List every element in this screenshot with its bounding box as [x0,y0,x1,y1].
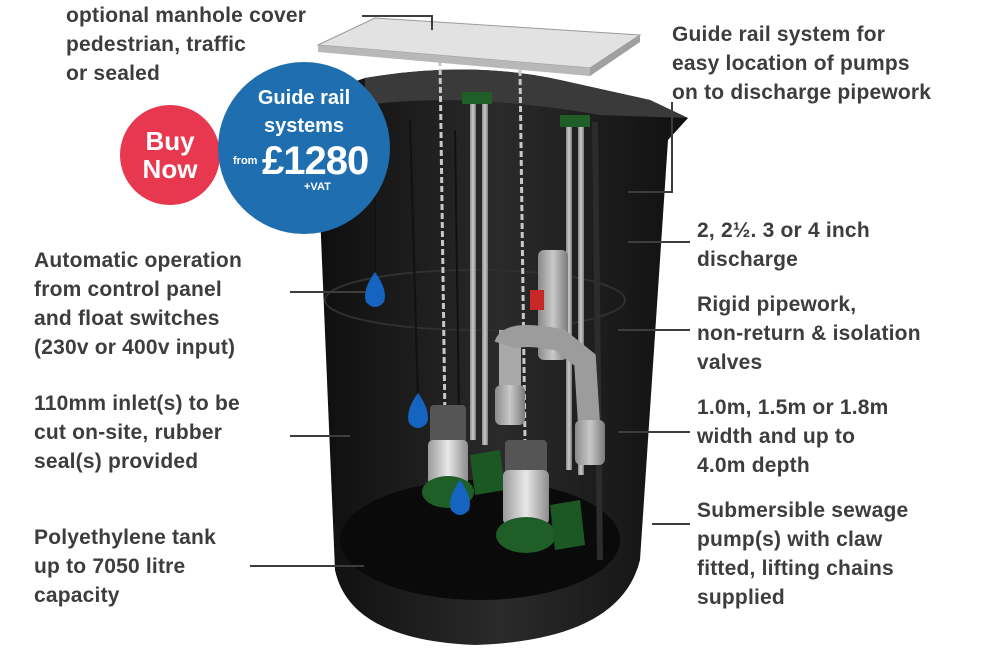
callout-pumps: Submersible sewage pump(s) with claw fit… [697,499,909,609]
guide-badge-from: from [233,155,258,167]
callout-automatic-operation: Automatic operation from control panel a… [34,249,242,359]
guide-badge-vat: +VAT [304,181,331,193]
guide-badge-title-1: Guide rail [257,87,351,109]
manhole-cover [316,17,642,76]
discharge-pipework [494,250,605,465]
leader-lines [250,15,690,567]
guide-rail-price-badge[interactable]: Guide rail systems from £1280 +VAT [218,62,390,234]
callout-discharge: 2, 2½. 3 or 4 inch discharge [697,219,870,271]
callout-width-depth: 1.0m, 1.5m or 1.8m width and up to 4.0m … [697,396,889,477]
buy-now-line-2: Now [142,154,198,184]
guide-badge-title-2: systems [263,115,345,137]
lifting-chains [438,59,527,441]
callout-guide-rail-system: Guide rail system for easy location of p… [672,23,932,104]
callout-tank: Polyethylene tank up to 7050 litre capac… [34,526,216,607]
submersible-pump-right [496,440,585,553]
buy-now-badge[interactable]: Buy Now [120,105,220,205]
callout-pipework: Rigid pipework, non-return & isolation v… [697,293,921,374]
callout-inlet: 110mm inlet(s) to be cut on-site, rubber… [34,392,240,473]
submersible-pump-left [422,405,505,508]
guide-rails [462,92,590,475]
guide-badge-price: £1280 [262,139,369,183]
float-switches [365,272,470,515]
callout-manhole-cover: optional manhole cover pedestrian, traff… [66,4,307,85]
buy-now-line-1: Buy [145,126,195,156]
